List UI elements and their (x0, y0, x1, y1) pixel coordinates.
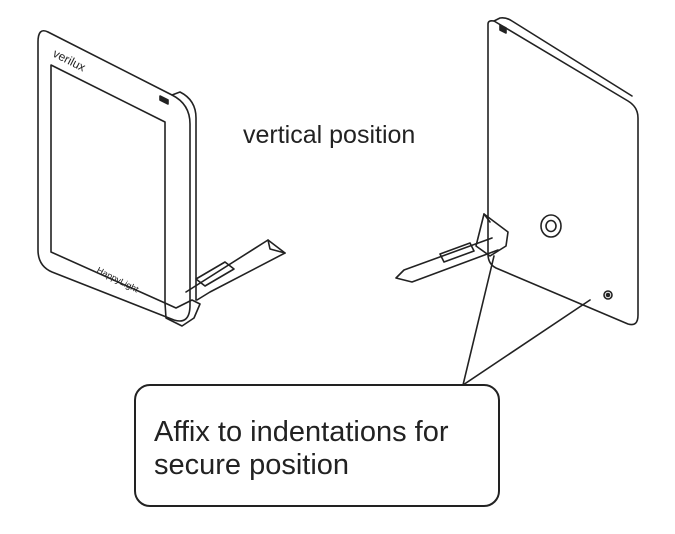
front-lamp-bezel (37, 29, 191, 322)
callout-line-1: Affix to indentations for (154, 416, 449, 448)
front-lamp-edge (171, 91, 197, 301)
rear-lamp-panel (487, 20, 639, 326)
brand-logo: verilux (51, 46, 88, 74)
rear-lamp-knob (540, 214, 562, 238)
callout-box: Affix to indentations for secure positio… (134, 384, 500, 507)
front-lamp-button (159, 95, 169, 105)
front-lamp-bracket (164, 299, 201, 327)
callout-text: Affix to indentations for secure positio… (154, 416, 448, 482)
vertical-position-label: vertical position (243, 121, 416, 149)
rear-lamp (395, 17, 639, 326)
callout-line-2: secure position (154, 449, 350, 481)
rear-lamp-indentation (603, 290, 613, 300)
callout-pointer-left (462, 255, 495, 386)
callout-pointer-right (462, 299, 591, 386)
model-logo: HappyLight (95, 265, 141, 295)
front-lamp-screen (50, 64, 166, 304)
rear-lamp-stand (395, 237, 499, 283)
rear-lamp-edge (493, 17, 633, 97)
rear-lamp-bracket (475, 213, 509, 257)
front-lamp (37, 29, 286, 327)
